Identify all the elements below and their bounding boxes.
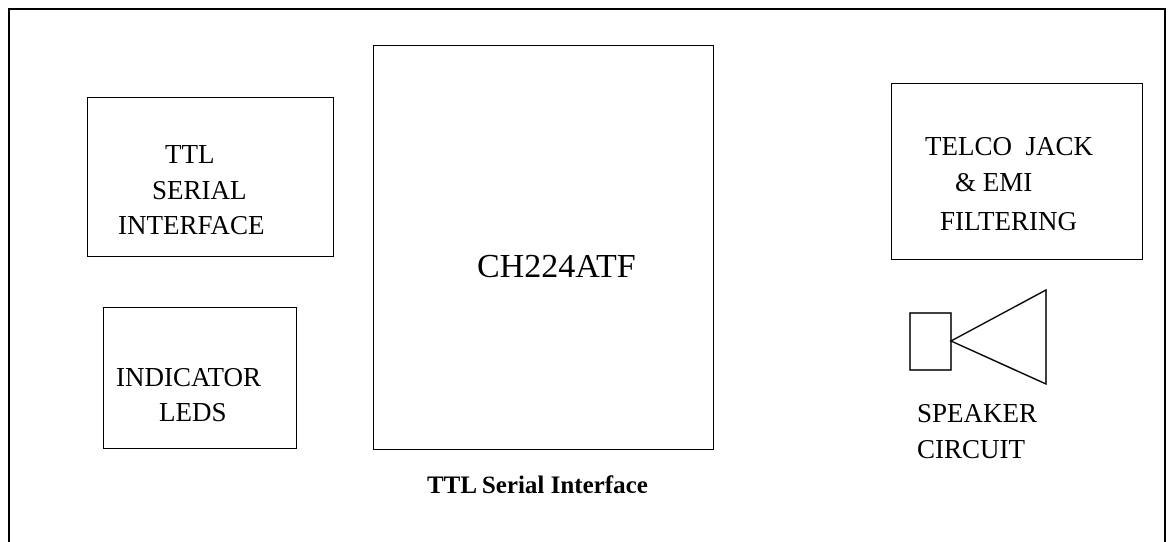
indicator-leds-block bbox=[103, 307, 297, 449]
indicator-leds-label-line-1: INDICATOR bbox=[116, 362, 262, 392]
speaker-cone-shape bbox=[949, 288, 1047, 386]
telco-jack-label-line-3: FILTERING bbox=[940, 206, 1078, 236]
speaker-icon bbox=[909, 288, 1047, 386]
ttl-serial-label-line-2: SERIAL bbox=[152, 175, 247, 205]
chip-label: CH224ATF bbox=[477, 248, 636, 285]
telco-jack-emi-block bbox=[891, 83, 1143, 260]
speaker-label-line-1: SPEAKER bbox=[917, 398, 1038, 428]
ch224atf-chip-block bbox=[373, 45, 714, 450]
diagram-caption: TTL Serial Interface bbox=[427, 472, 648, 499]
indicator-leds-label-line-2: LEDS bbox=[159, 397, 227, 427]
ttl-serial-interface-block bbox=[87, 97, 334, 257]
telco-jack-label-line-2: & EMI bbox=[955, 167, 1033, 197]
speaker-label-line-2: CIRCUIT bbox=[917, 434, 1025, 464]
ttl-serial-label-line-3: INTERFACE bbox=[118, 210, 265, 240]
speaker-magnet-shape bbox=[909, 312, 952, 371]
ttl-serial-label-line-1: TTL bbox=[165, 139, 215, 169]
diagram-frame bbox=[8, 8, 1166, 542]
telco-jack-label-line-1: TELCO JACK bbox=[925, 131, 1093, 161]
